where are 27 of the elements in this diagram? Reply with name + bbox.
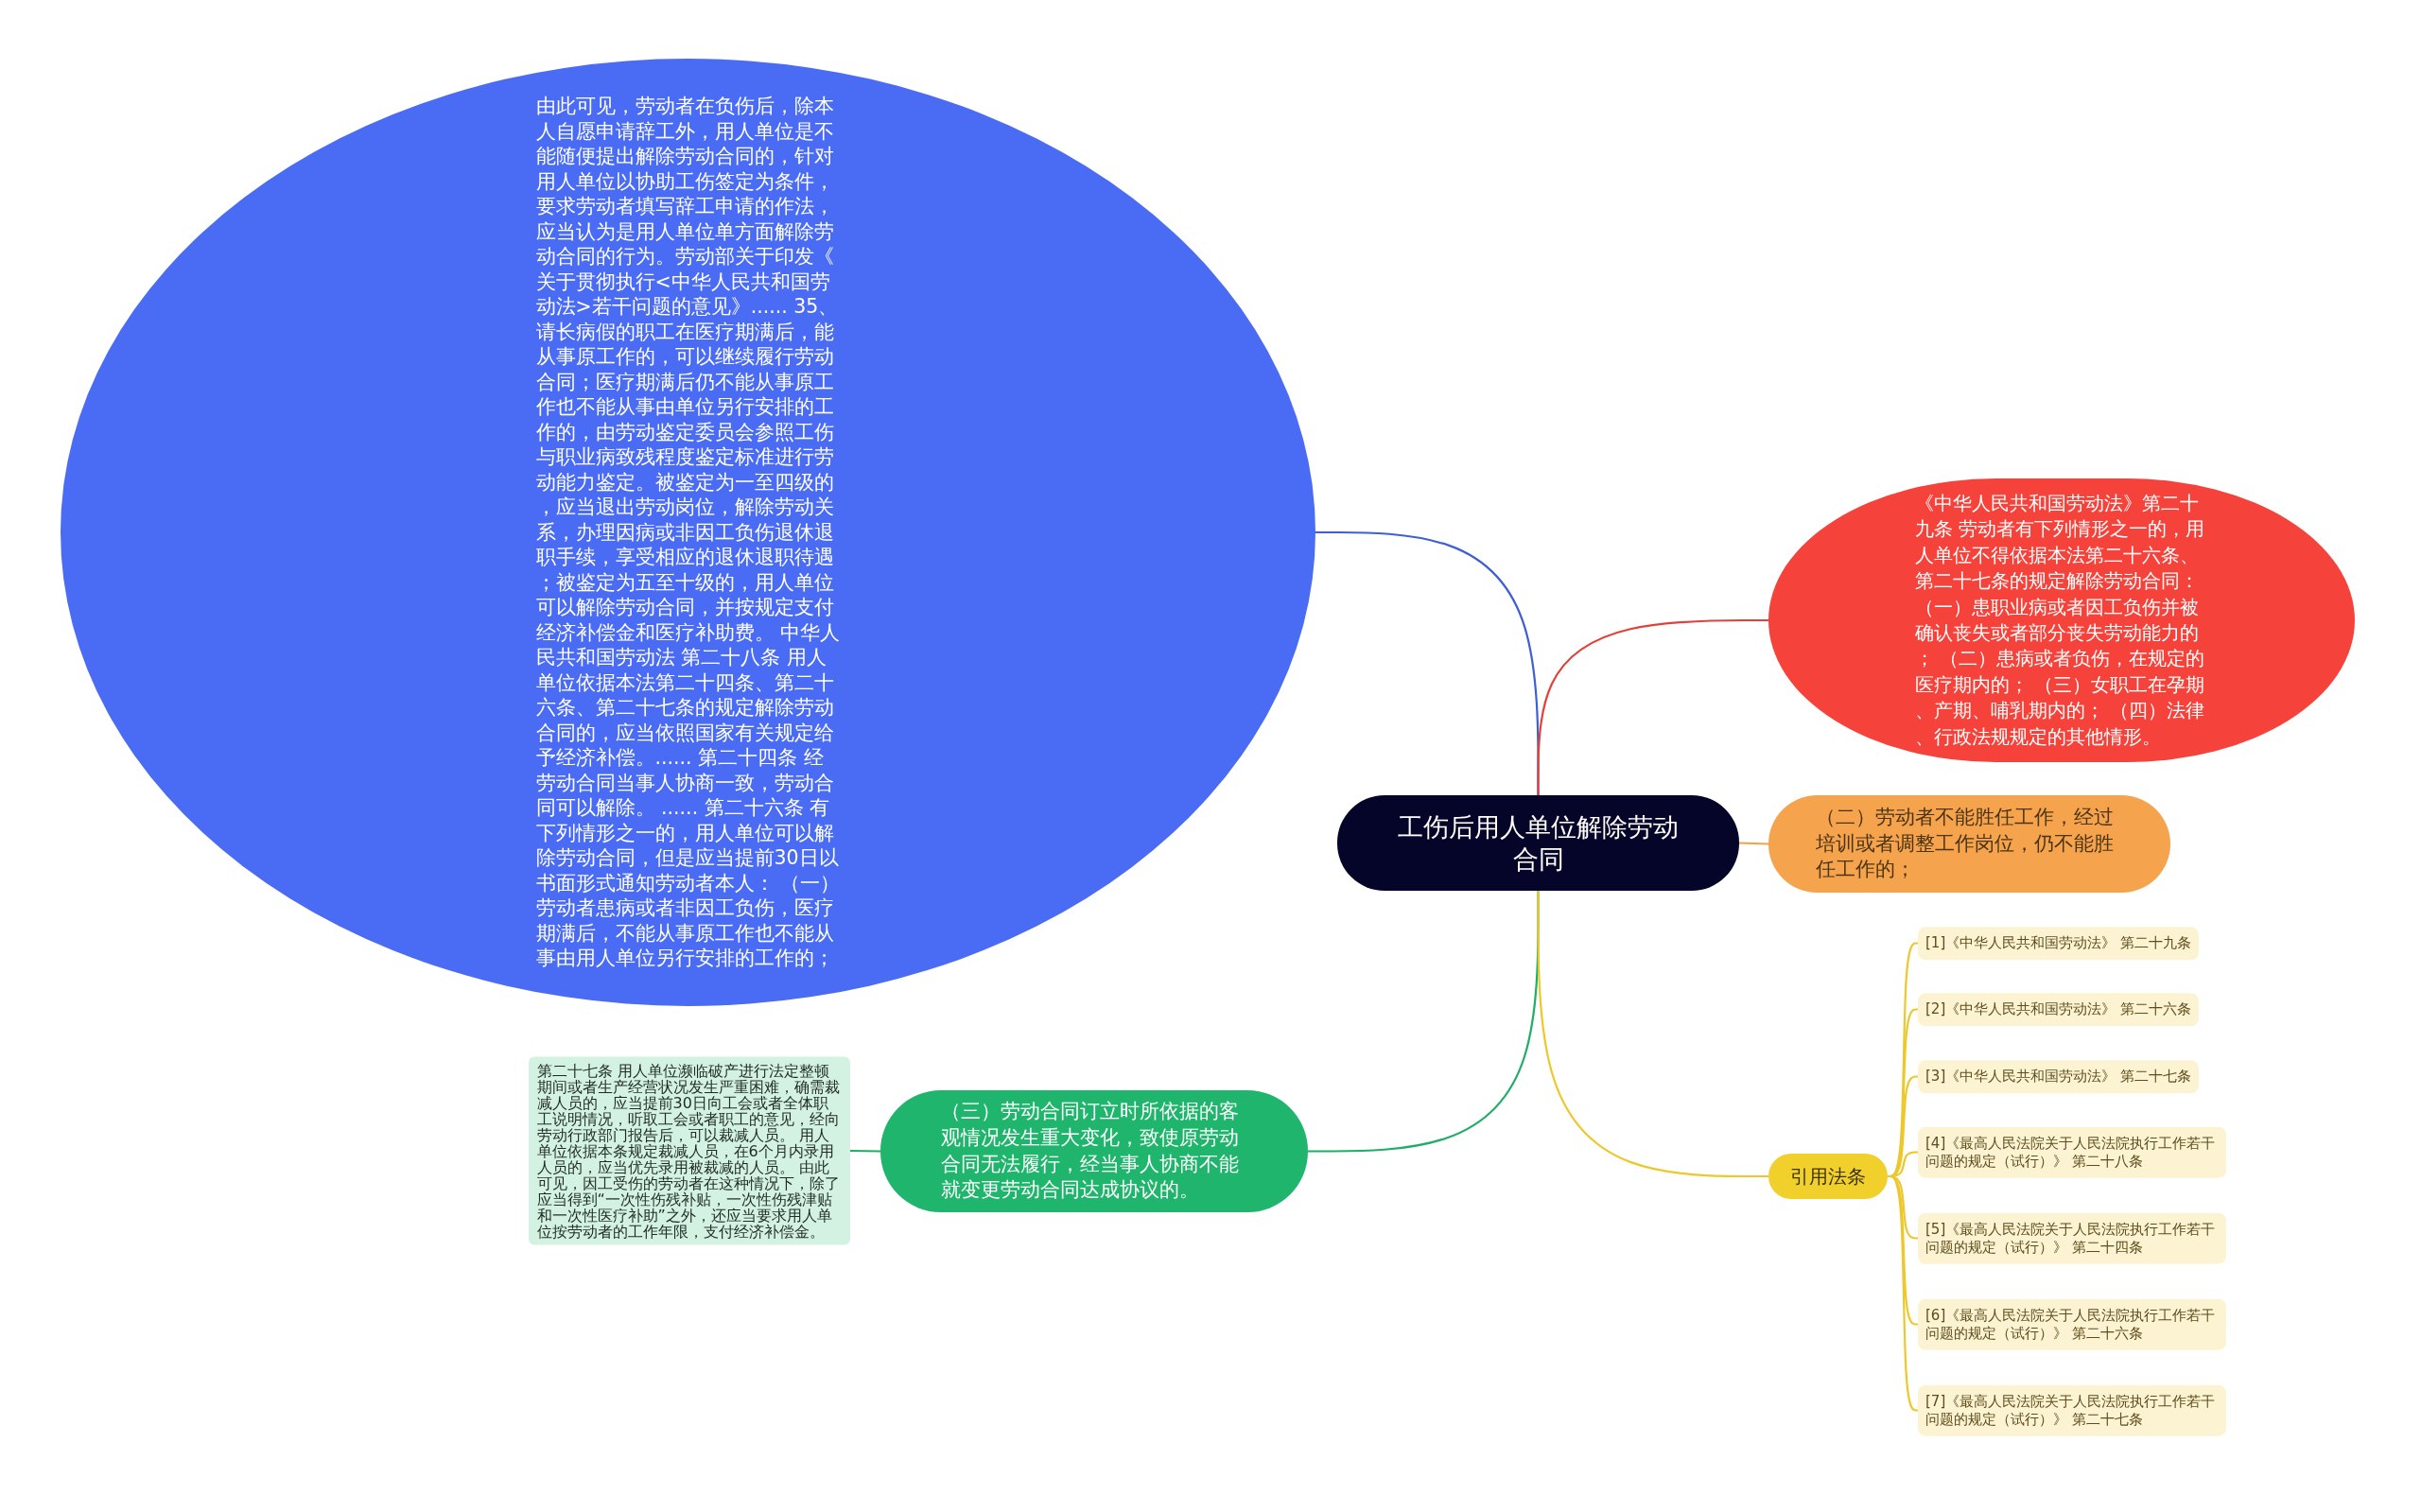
- topic-text: 引用法条: [1790, 1165, 1866, 1188]
- reference-text: [6]《最高人民法院关于人民法院执行工作若干问题的规定（试行）》 第二十六条: [1925, 1306, 2217, 1343]
- branch-line: [1888, 1174, 1918, 1412]
- reference-box: [1918, 1212, 2226, 1264]
- note-text: 第二十七条 用人单位濒临破产进行法定整顿期间或者生产经营状况发生严重困难，确需裁减人员的，应当提前30日向工会或者全体职工说明情况，听取工会或者职工的意见，经向劳动行政部门报告后，可以裁减人员。 用人单位依据本条规定裁减人员，在6个月内录用人员的，应当优先录用被裁减的人员。 由此可见，因工受伤的劳动者在这种情况下，除了应当得到“一次性伤残补贴，一次性伤残津贴和一次性医疗补助”之外，还应当要求用人单位按劳动者的工作年限，支付经济补偿金。: [536, 1062, 841, 1240]
- reference-box: [1918, 1298, 2226, 1350]
- reference-box: [1918, 1384, 2226, 1436]
- reference-text: [3]《中华人民共和国劳动法》 第二十七条: [1925, 1067, 2191, 1086]
- reference-text: [4]《最高人民法院关于人民法院执行工作若干问题的规定（试行）》 第二十八条: [1925, 1134, 2217, 1171]
- reference-text: [2]《中华人民共和国劳动法》 第二十六条: [1925, 999, 2191, 1019]
- reference-text: [1]《中华人民共和国劳动法》 第二十九条: [1925, 933, 2191, 953]
- topic-pill: [1768, 1154, 1888, 1199]
- reference-box: [1918, 1059, 2199, 1094]
- branch-line: [1537, 891, 1768, 1178]
- branch-line: [850, 1149, 880, 1153]
- reference-text: [7]《最高人民法院关于人民法院执行工作若干问题的规定（试行）》 第二十七条: [1925, 1392, 2217, 1429]
- branch-line: [1738, 842, 1769, 845]
- topic-text: （二）劳动者不能胜任工作，经过培训或者调整工作岗位，仍不能胜任工作的；: [1816, 805, 2115, 883]
- reference-box: [1918, 992, 2199, 1027]
- topic-text: 工伤后用人单位解除劳动合同: [1397, 810, 1680, 876]
- reference-box: [1918, 1126, 2226, 1178]
- reference-text: [5]《最高人民法院关于人民法院执行工作若干问题的规定（试行）》 第二十四条: [1925, 1220, 2217, 1257]
- reference-box: [1918, 926, 2199, 961]
- topic-text: 由此可见，劳动者在负伤后，除本人自愿申请辞工外，用人单位是不能随便提出解除劳动合同的，针对用人单位以协助工伤签定为条件，要求劳动者填写辞工申请的作法，应当认为是用人单位单方面解除劳动合同的行为。劳动部关于印发《关于贯彻执行<中华人民共和国劳动法>若干问题的意见》...... 35、请长病假的职工在医疗期满后，能从事原工作的，可以继续履行劳动合同；医疗期满后仍不能从事原工作也不能从事由单位另行安排的工作的，由劳动鉴定委员会参照工伤与职业病致残程度鉴定标准进行劳动能力鉴定。被鉴定为一至四级的，应当退出劳动岗位，解除劳动关系，办理因病或非因工负伤退休退职手续，享受相应的退休退职待遇；被鉴定为五至十级的，用人单位可以解除劳动合同，并按规定支付经济补偿金和医疗补助费。 中华人民共和国劳动法 第二十八条 用人单位依据本法第二十四条、第二十六条、第二十七条的规定解除劳动合同的，应当依照国家有关规定给予经济补偿。...... 第二十四条 经劳动合同当事人协商一致，劳动合同可以解除。 ...... 第二十六条 有下列情形之一的，用人单位可以解除劳动合同，但是应当提前30日以书面形式通知劳动者本人： （一）劳动者患病或者非因工负伤，医疗期满后，不能从事原工作也不能从事由用人单位另行安排的工作的；: [535, 94, 841, 971]
- branch-line: [1537, 618, 1768, 795]
- topic-text: 《中华人民共和国劳动法》第二十九条 劳动者有下列情形之一的，用人单位不得依据本法第二十六条、第二十七条的规定解除劳动合同：（一）患职业病或者因工负伤并被确认丧失或者部分丧失劳动能力的； （二）患病或者负伤，在规定的医疗期内的； （三）女职工在孕期、产期、哺乳期内的； （四）法律、行政法规规定的其他情形。: [1915, 490, 2206, 750]
- topic-text: （三）劳动合同订立时所依据的客观情况发生重大变化，致使原劳动合同无法履行，经当事人协商不能就变更劳动合同达成协议的。: [940, 1098, 1240, 1204]
